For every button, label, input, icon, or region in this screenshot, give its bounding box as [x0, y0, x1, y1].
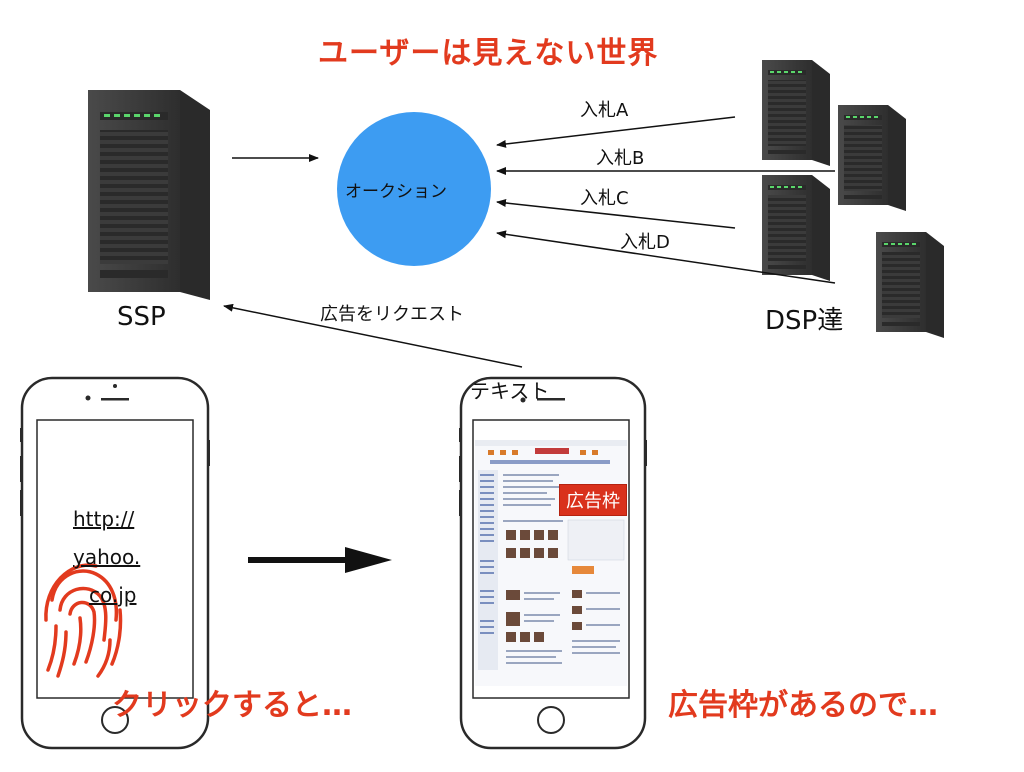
fingerprint-icon — [44, 563, 123, 678]
transition-arrow-head — [345, 547, 392, 573]
dsp-server-icon-3 — [762, 175, 830, 281]
ssp-server-icon — [88, 90, 210, 300]
left-caption: クリックすると… — [112, 688, 352, 723]
url-line-2: yahoo. — [73, 545, 141, 569]
ad-frame-badge: 広告枠 — [559, 484, 627, 516]
right-caption: 広告枠があるので… — [668, 688, 938, 723]
bid-d-label: 入札D — [620, 232, 670, 253]
url-text: http:// yahoo. co.jp — [73, 500, 140, 614]
bid-c-label: 入札C — [580, 188, 629, 209]
ssp-label: SSP — [117, 302, 166, 332]
dsp-server-icon-2 — [838, 105, 906, 211]
request-label: 広告をリクエスト — [320, 304, 464, 325]
url-line-3: co.jp — [89, 583, 137, 607]
yahoo-page-thumbnail — [475, 440, 627, 686]
dsp-server-icon-1 — [762, 60, 830, 166]
bid-c-arrow — [496, 199, 736, 229]
diagram-title: ユーザーは見えない世界 — [318, 36, 659, 71]
bid-d-arrow — [496, 230, 836, 284]
url-line-1: http:// — [73, 507, 135, 531]
bid-b-label: 入札B — [596, 148, 645, 169]
dsp-server-icon-4 — [876, 232, 944, 338]
bid-a-label: 入札A — [580, 100, 629, 121]
text-label: テキスト — [470, 379, 550, 403]
auction-circle — [337, 112, 491, 266]
bid-a-arrow — [496, 116, 736, 148]
dsp-label: DSP達 — [765, 306, 844, 336]
request-arrow — [223, 303, 523, 368]
auction-label: オークション — [345, 182, 447, 202]
